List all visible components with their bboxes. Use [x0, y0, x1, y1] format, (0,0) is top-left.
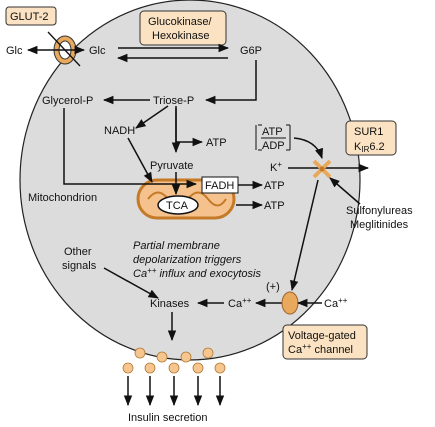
depolarization-arrow — [290, 179, 319, 292]
atp-tca-label: ATP — [264, 200, 285, 212]
glc-inside: Glc — [89, 45, 106, 57]
ca-inside-label: Ca++ — [228, 296, 252, 310]
mitochondrion-label: Mitochondrion — [28, 192, 97, 204]
secretion-arrows — [123, 376, 225, 407]
sur1-box — [345, 120, 397, 156]
g6p-label: G6P — [240, 45, 262, 57]
partial-membrane-3: Ca++ influx and exocytosis — [133, 266, 261, 280]
glucokinase-label-1: Glucokinase/ — [148, 16, 213, 28]
g6p-to-triose-arrow — [204, 60, 257, 105]
channel-icon — [281, 291, 299, 315]
sur1-label: SUR1 — [354, 126, 383, 138]
adp-ratio-denominator: ADP — [262, 140, 285, 152]
glycerol-p-label: Glycerol-P — [42, 95, 93, 107]
atp-adp-ratio: ATP ADP — [255, 124, 291, 152]
glycerol-to-mito-arrow — [63, 108, 198, 189]
other-signals-1: Other — [64, 246, 92, 258]
atp-nadh-label: ATP — [206, 137, 227, 149]
other-signals-2: signals — [62, 260, 97, 272]
vgcc-box — [282, 324, 368, 360]
glucokinase-label-2: Hexokinase — [152, 30, 209, 42]
partial-membrane-1: Partial membrane — [133, 240, 220, 252]
insulin-secretion-label: Insulin secretion — [128, 412, 208, 424]
triose-to-nadh-arrow — [135, 105, 169, 129]
k-plus-label: K+ — [270, 160, 282, 174]
glc-outside: Glc — [6, 45, 23, 57]
fadh-label: FADH — [205, 180, 234, 192]
atp-ratio-to-channel-arrow — [293, 137, 323, 159]
nadh-label: NADH — [104, 125, 135, 137]
nadh-to-mito-arrow — [127, 137, 153, 183]
glut2-label: GLUT-2 — [10, 11, 49, 23]
kinases-label: Kinases — [150, 298, 190, 310]
ca-outside-label: Ca++ — [324, 296, 348, 310]
partial-membrane-2: depolarization triggers — [133, 254, 242, 266]
insulin-granules-released — [122, 362, 226, 374]
blocked-channel-icon — [312, 159, 332, 179]
atp-fadh-label: ATP — [264, 180, 285, 192]
sulfonylureas-label: Sulfonylureas — [346, 205, 413, 217]
triose-p-label: Triose-P — [153, 95, 194, 107]
atp-ratio-numerator: ATP — [262, 126, 283, 138]
kir62-label: KIR6.2 — [354, 141, 385, 154]
tca-cycle — [157, 195, 199, 215]
insulin-granules-inside — [134, 347, 214, 363]
signals-to-kinases-arrow — [103, 267, 159, 299]
glucokinase-box — [139, 10, 227, 46]
vgcc-label-1: Voltage-gated — [288, 330, 356, 342]
drug-to-channel-arrow — [329, 177, 361, 205]
vgcc-label-2: Ca++ channel — [288, 342, 353, 356]
meglitinides-label: Meglitinides — [350, 219, 409, 231]
plus-sign: (+) — [266, 281, 280, 293]
glut2-box — [5, 6, 57, 26]
tca-label: TCA — [166, 200, 189, 212]
pyruvate-label: Pyruvate — [150, 160, 193, 172]
